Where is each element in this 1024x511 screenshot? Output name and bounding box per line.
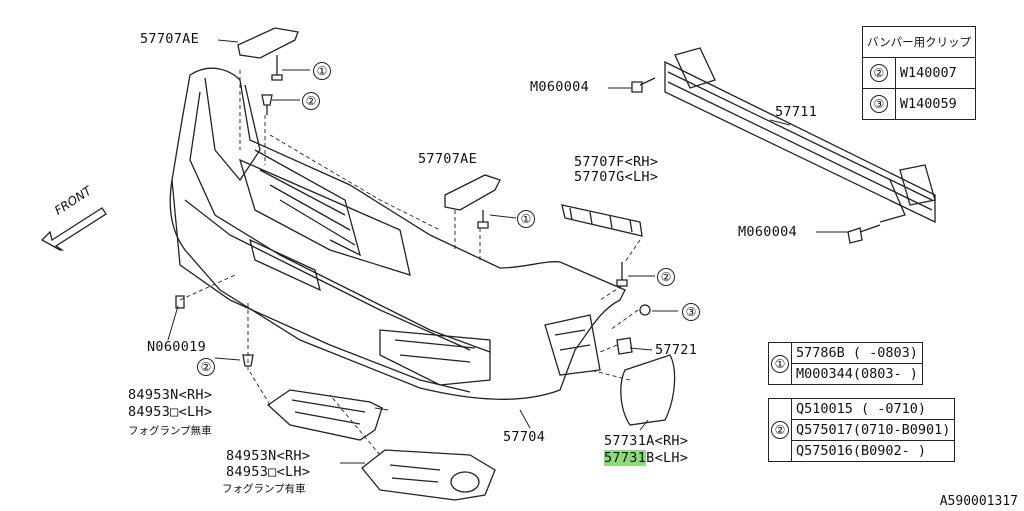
label-84953o-no-fog: 84953□<LH> <box>128 404 213 420</box>
callout-1: ① <box>517 210 535 228</box>
ref-1-table: ① 57786B ( -0803) M000344(0803- ) <box>768 342 923 385</box>
dashed-guides <box>179 70 641 456</box>
clip-table-header: バンパー用クリップ <box>861 26 977 58</box>
callout-3: ③ <box>682 303 700 321</box>
ref-1-part-row: 57786B ( -0803) <box>791 342 923 364</box>
ref-2-table: ② Q510015 ( -0710) Q575017(0710-B0901) Q… <box>768 398 956 462</box>
label-57704: 57704 <box>503 429 546 445</box>
front-arrow-icon <box>40 207 107 251</box>
ref-2-part-row: Q510015 ( -0710) <box>790 398 956 420</box>
clip-ref-2: ② <box>869 64 888 82</box>
bumper-cover-57704 <box>169 67 626 400</box>
label-57707f: 57707F<RH> <box>574 154 659 170</box>
ref-2-part-row: Q575016(B0902- ) <box>790 440 956 462</box>
label-m060004-bottom: M060004 <box>738 224 797 240</box>
label-m060004-top: M060004 <box>530 79 589 95</box>
fasteners <box>175 55 881 367</box>
bracket-57707ae-mid <box>444 174 501 211</box>
clip-part-w140059: W140059 <box>894 88 977 120</box>
clip-part-w140007: W140007 <box>894 57 977 89</box>
callout-1: ① <box>313 62 331 80</box>
label-57731b: 57731B<LH> <box>604 450 689 466</box>
label-with-fog-lamp: フォグランプ有車 <box>222 483 306 495</box>
label-57707ae-mid: 57707AE <box>418 151 477 167</box>
bracket-57707f-g <box>561 204 643 237</box>
ref-2-circle: ② <box>771 421 789 439</box>
bumper-beam-57711 <box>664 47 936 224</box>
label-no-fog-lamp: フォグランプ無車 <box>128 425 212 437</box>
bumper-clip-table: バンパー用クリップ ② W140007 ③ W140059 <box>861 26 977 120</box>
label-57731a: 57731A<RH> <box>604 433 689 449</box>
callout-2: ② <box>657 268 675 286</box>
fog-grille-no-fog <box>266 389 383 441</box>
fog-cover-57731 <box>620 354 676 426</box>
document-code: A590001317 <box>939 494 1018 509</box>
label-57707ae-top: 57707AE <box>140 31 199 47</box>
label-84953o-fog: 84953□<LH> <box>226 464 311 480</box>
callout-2: ② <box>302 92 320 110</box>
leader-lines <box>167 39 848 464</box>
label-57711: 57711 <box>775 104 818 120</box>
ref-1-part-row: M000344(0803- ) <box>791 363 923 385</box>
label-57707g: 57707G<LH> <box>574 169 659 185</box>
callout-2: ② <box>197 358 215 376</box>
ref-1-circle: ① <box>771 354 789 373</box>
ref-2-part-row: Q575017(0710-B0901) <box>790 419 956 441</box>
label-84953n-fog: 84953N<RH> <box>226 448 311 464</box>
clip-ref-3: ③ <box>869 95 888 113</box>
label-57721: 57721 <box>655 342 698 358</box>
bracket-57707ae-top <box>237 27 299 59</box>
label-n060019: N060019 <box>147 339 206 355</box>
fog-grille-with-fog <box>361 449 496 501</box>
label-84953n-no-fog: 84953N<RH> <box>128 387 213 403</box>
